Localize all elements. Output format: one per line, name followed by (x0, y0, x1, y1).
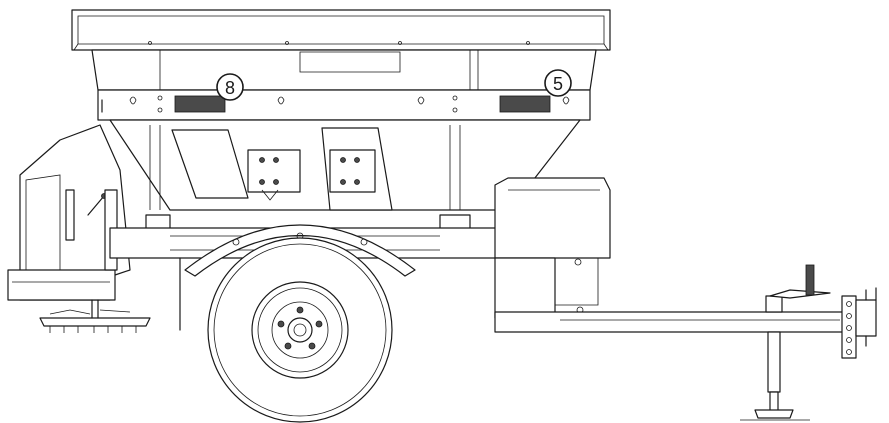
reflector-decal-right (499, 95, 551, 113)
hopper-lid (71, 9, 611, 51)
hub (287, 317, 313, 343)
jack-handle (805, 264, 815, 296)
lever-handle (87, 195, 105, 216)
tongue (494, 311, 849, 333)
fender (184, 224, 416, 277)
hitch (841, 287, 877, 359)
gearbox-housing (494, 177, 611, 319)
callout-5-label: 5 (553, 74, 563, 94)
callout-8-circle (216, 73, 244, 101)
hopper-body (91, 49, 597, 121)
callout-8: 8 (216, 73, 244, 101)
tongue-jack (740, 264, 831, 421)
spinner-disc (39, 299, 151, 333)
spinner-chute (7, 124, 131, 301)
callout-5-circle (544, 69, 572, 97)
reflector-decal-left (174, 95, 226, 113)
callout-5: 5 (544, 69, 572, 97)
callout-8-label: 8 (225, 78, 235, 98)
wheel (207, 237, 393, 423)
